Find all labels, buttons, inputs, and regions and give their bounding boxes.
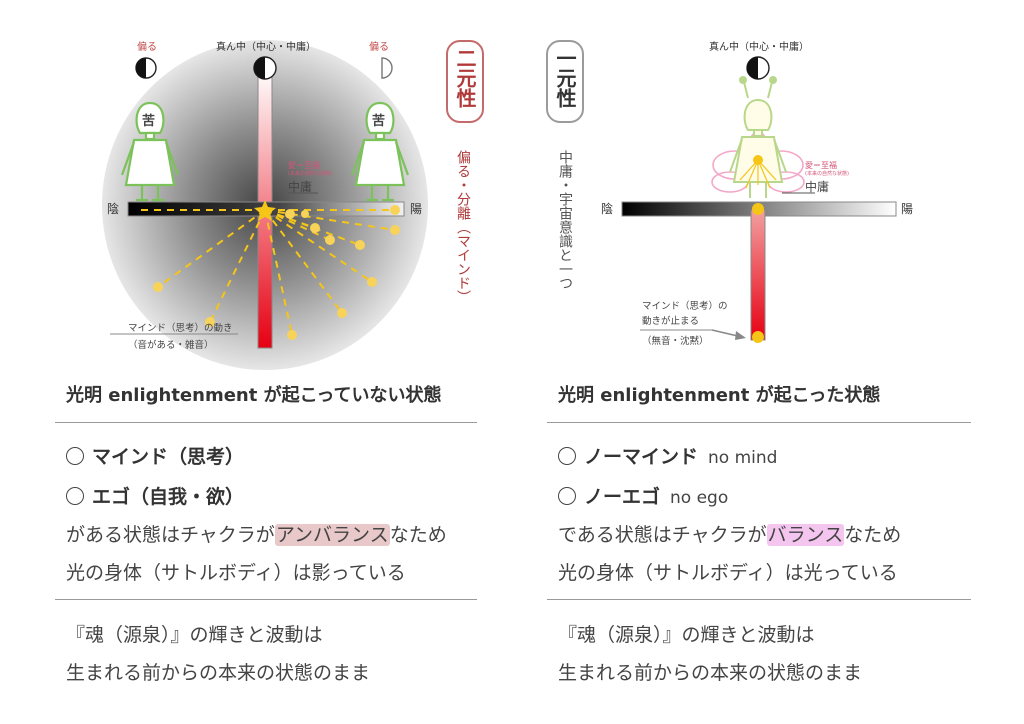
dualism-label: 二元性 — [453, 48, 477, 108]
love-sub: (本来の自然な状態) — [288, 171, 332, 177]
mind-move-sub: （音がある・雑音） — [128, 340, 214, 351]
right-divider-2 — [547, 599, 971, 600]
label-bias-right: 偏る — [369, 42, 389, 53]
right-item-2: ノーエゴ no ego — [558, 482, 728, 509]
balance-highlight: バランス — [766, 524, 845, 546]
center-star-icon — [254, 200, 276, 221]
left-diagram — [102, 40, 428, 370]
circle-icon — [66, 487, 84, 505]
right-item-2-en: no ego — [670, 488, 729, 508]
half-moon-right-icon — [381, 57, 393, 79]
suffering-figure-right — [350, 101, 410, 202]
mind-movement-dots — [153, 205, 400, 340]
mind-move-label: マインド（思考）の動き — [128, 323, 233, 334]
label-yang-right: 陽 — [901, 202, 914, 216]
left-soul-2: 生まれる前からの本来の状態のまま — [66, 662, 371, 684]
right-soul-1: 『魂（源泉）』の輝きと波動は — [558, 624, 815, 646]
right-item-1-text: ノーマインド — [584, 446, 699, 468]
right-diagram — [621, 56, 897, 343]
dualism-box: 二元性 — [446, 40, 484, 123]
imbalance-highlight: アンバランス — [274, 524, 390, 546]
monism-box: 一元性 — [546, 40, 584, 123]
figure-face-right: 苦 — [372, 114, 386, 129]
circle-icon — [66, 447, 84, 465]
label-center-right: 真ん中（中心・中庸） — [709, 42, 809, 53]
left-item-1: マインド（思考） — [66, 442, 244, 469]
left-line-3-post: なため — [389, 524, 447, 546]
right-item-2-text: ノーエゴ — [584, 486, 661, 508]
left-line-3-pre: がある状態はチャクラが — [66, 524, 275, 546]
half-moon-left-icon — [135, 57, 157, 79]
bottom-point-icon — [752, 331, 764, 343]
right-heading: 光明 enlightenment が起こった状態 — [558, 385, 881, 406]
left-divider-1 — [55, 422, 477, 423]
right-line-3-pre: である状態はチャクラが — [558, 524, 767, 546]
right-divider-1 — [547, 422, 971, 423]
figure-face-left: 苦 — [142, 114, 156, 129]
love-label-right: 愛＝至福 — [805, 161, 837, 170]
left-item-2-text: エゴ（自我・欲） — [92, 486, 245, 508]
right-item-1-en: no mind — [708, 448, 778, 468]
right-line-4: 光の身体（サトルボディ）は光っている — [558, 562, 898, 584]
label-yin: 陰 — [107, 202, 120, 216]
label-center: 真ん中（中心・中庸） — [216, 42, 316, 53]
center-point-icon — [752, 203, 764, 215]
label-bias-left: 偏る — [137, 42, 157, 53]
half-moon-center-right-icon — [746, 56, 770, 80]
left-item-2: エゴ（自我・欲） — [66, 482, 244, 509]
love-label: 愛＝至福 — [288, 161, 320, 170]
right-soul-2: 生まれる前からの本来の状態のまま — [558, 662, 863, 684]
mind-stop-label1: マインド（思考）の — [642, 301, 728, 312]
arrow-icon — [711, 329, 746, 340]
left-item-1-text: マインド（思考） — [92, 446, 245, 468]
mind-movement-lines — [140, 209, 396, 336]
heart-chakra-icon — [753, 155, 763, 165]
left-soul-1: 『魂（源泉）』の輝きと波動は — [66, 624, 323, 646]
left-divider-2 — [55, 599, 477, 600]
right-line-3-post: なため — [844, 524, 902, 546]
left-line-4: 光の身体（サトルボディ）は影っている — [66, 562, 406, 584]
left-heading: 光明 enlightenment が起こっていない状態 — [66, 385, 442, 406]
mind-stop-sub: （無音・沈黙） — [642, 336, 709, 347]
mind-stop-label2: 動きが止まる — [642, 316, 700, 327]
half-moon-center-icon — [253, 56, 277, 80]
monism-label: 一元性 — [553, 48, 577, 108]
right-item-1: ノーマインド no mind — [558, 442, 777, 469]
love-sub-right: (本来の自然な状態) — [805, 171, 849, 177]
right-vertical-axis — [750, 209, 766, 341]
middle-label-right: 中庸 — [805, 180, 830, 194]
monism-vertical-text: 中庸・宇宙意識と一つ — [557, 150, 573, 290]
label-yang: 陽 — [410, 202, 423, 216]
middle-label: 中庸 — [288, 180, 313, 194]
right-line-3: である状態はチャクラがバランスなため — [558, 520, 901, 547]
dualism-vertical-text: 偏る・分離（マインド） — [455, 150, 471, 304]
left-line-3: がある状態はチャクラがアンバランスなため — [66, 520, 447, 547]
circle-icon — [558, 447, 576, 465]
label-yin-right: 陰 — [601, 202, 614, 216]
circle-icon — [558, 487, 576, 505]
suffering-figure-left — [120, 101, 180, 202]
